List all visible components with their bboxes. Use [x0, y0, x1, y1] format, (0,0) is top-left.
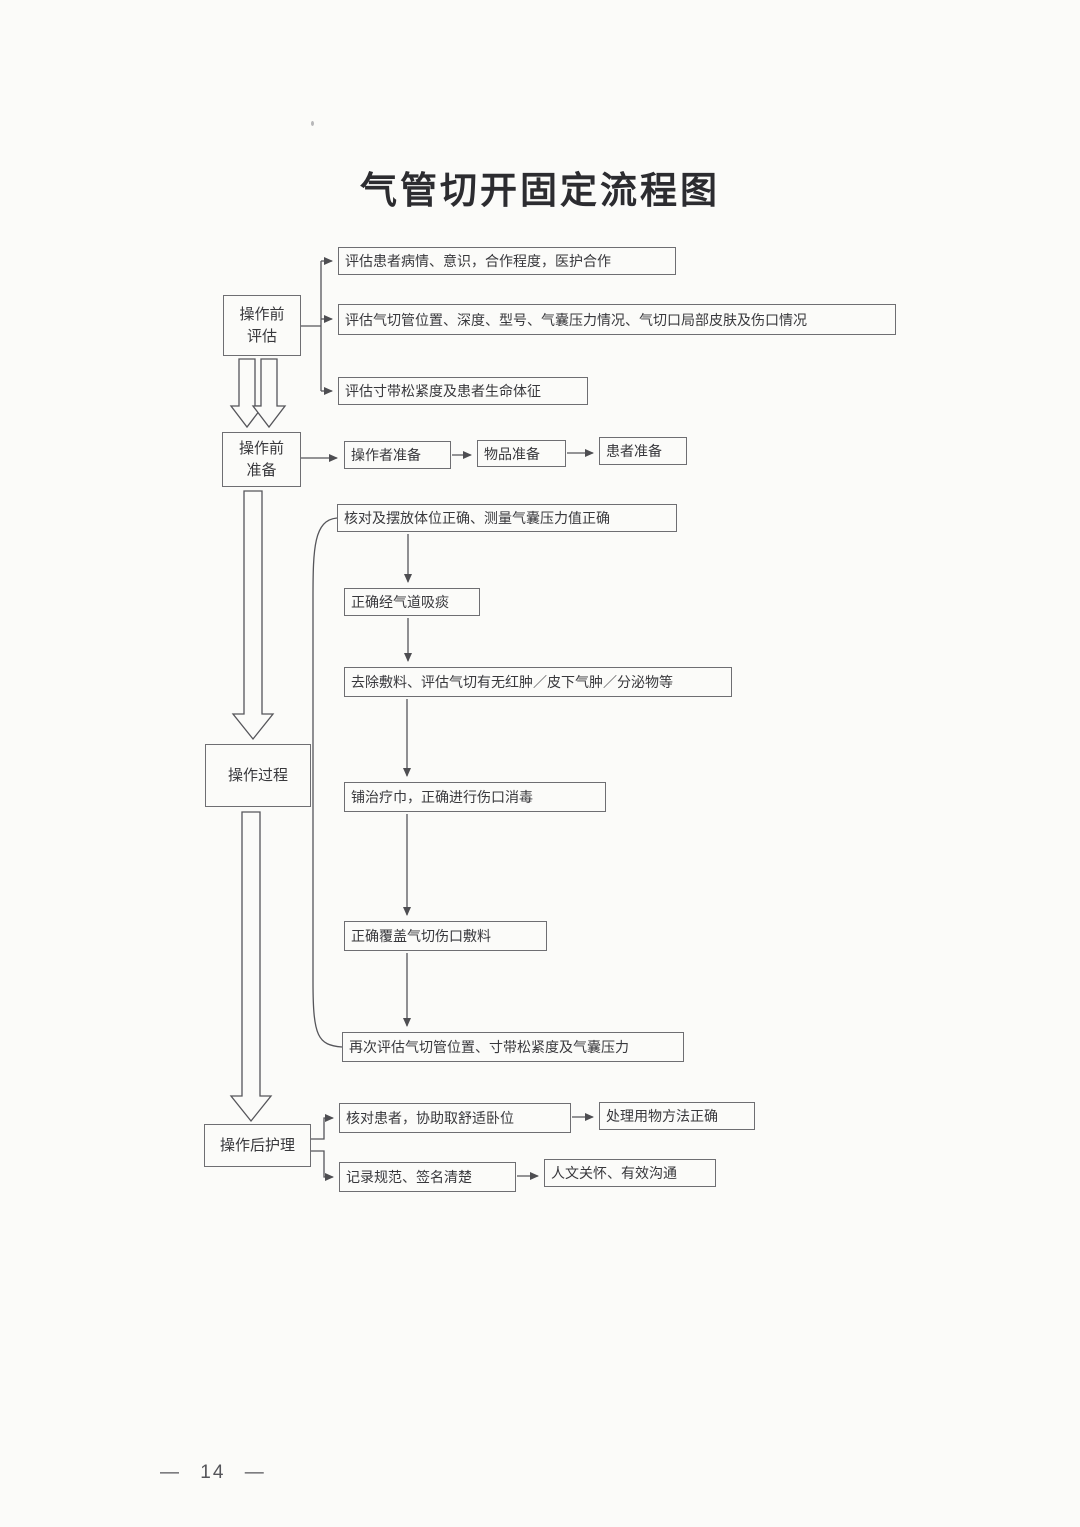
stage-box-operation-process: 操作过程	[205, 744, 311, 807]
block-arrow-prep-to-process	[231, 490, 275, 741]
scan-speck-artifact	[311, 121, 314, 126]
step-box-cover-wound-dressing: 正确覆盖气切伤口敷料	[344, 921, 547, 951]
step-box-operator-preparation: 操作者准备	[344, 441, 451, 469]
stage-pre-preparation-line1: 操作前	[238, 439, 284, 457]
step-box-airway-suction: 正确经气道吸痰	[344, 588, 480, 616]
step-box-reassess-tube: 再次评估气切管位置、寸带松紧度及气囊压力	[342, 1032, 684, 1062]
step-box-assess-tube-position: 评估气切管位置、深度、型号、气囊压力情况、气切口局部皮肤及伤口情况	[338, 304, 896, 335]
step-box-record-signature: 记录规范、签名清楚	[339, 1162, 516, 1192]
eval-branch-trunk-line	[301, 261, 322, 391]
block-arrow-process-to-postcare	[229, 811, 273, 1123]
step-box-items-preparation: 物品准备	[477, 440, 566, 467]
postcare-branch-arrow-2	[311, 1150, 334, 1181]
postcare-branch-arrow-1	[311, 1114, 334, 1140]
step-box-humanistic-care: 人文关怀、有效沟通	[544, 1159, 716, 1187]
step-box-drape-disinfect: 铺治疗巾，正确进行伤口消毒	[344, 782, 606, 812]
page-number: — 14 —	[160, 1462, 266, 1483]
stage-box-pre-evaluation: 操作前 评估	[223, 295, 301, 356]
step-box-check-position-pressure: 核对及摆放体位正确、测量气囊压力值正确	[337, 504, 677, 532]
step-box-assess-patient-condition: 评估患者病情、意识，合作程度，医护合作	[338, 247, 676, 275]
step-box-comfort-position: 核对患者，协助取舒适卧位	[339, 1103, 571, 1133]
step-box-patient-preparation: 患者准备	[599, 437, 687, 465]
page-title: 气管切开固定流程图	[360, 170, 720, 211]
step-box-remove-dressing-assess: 去除敷料、评估气切有无红肿／皮下气肿／分泌物等	[344, 667, 732, 697]
stage-pre-evaluation-line2: 评估	[246, 327, 277, 345]
stage-pre-evaluation-line1: 操作前	[239, 305, 285, 323]
block-arrow-eval-to-prep-1	[229, 358, 265, 429]
stage-pre-preparation-line2: 准备	[246, 461, 277, 479]
block-arrow-eval-to-prep-2	[251, 358, 287, 429]
step-box-handle-used-items: 处理用物方法正确	[599, 1102, 755, 1130]
process-bracket-curve	[312, 517, 343, 1048]
step-box-assess-tape-vitals: 评估寸带松紧度及患者生命体征	[338, 377, 588, 405]
stage-box-pre-preparation: 操作前 准备	[222, 432, 301, 487]
stage-box-post-care: 操作后护理	[204, 1124, 311, 1167]
